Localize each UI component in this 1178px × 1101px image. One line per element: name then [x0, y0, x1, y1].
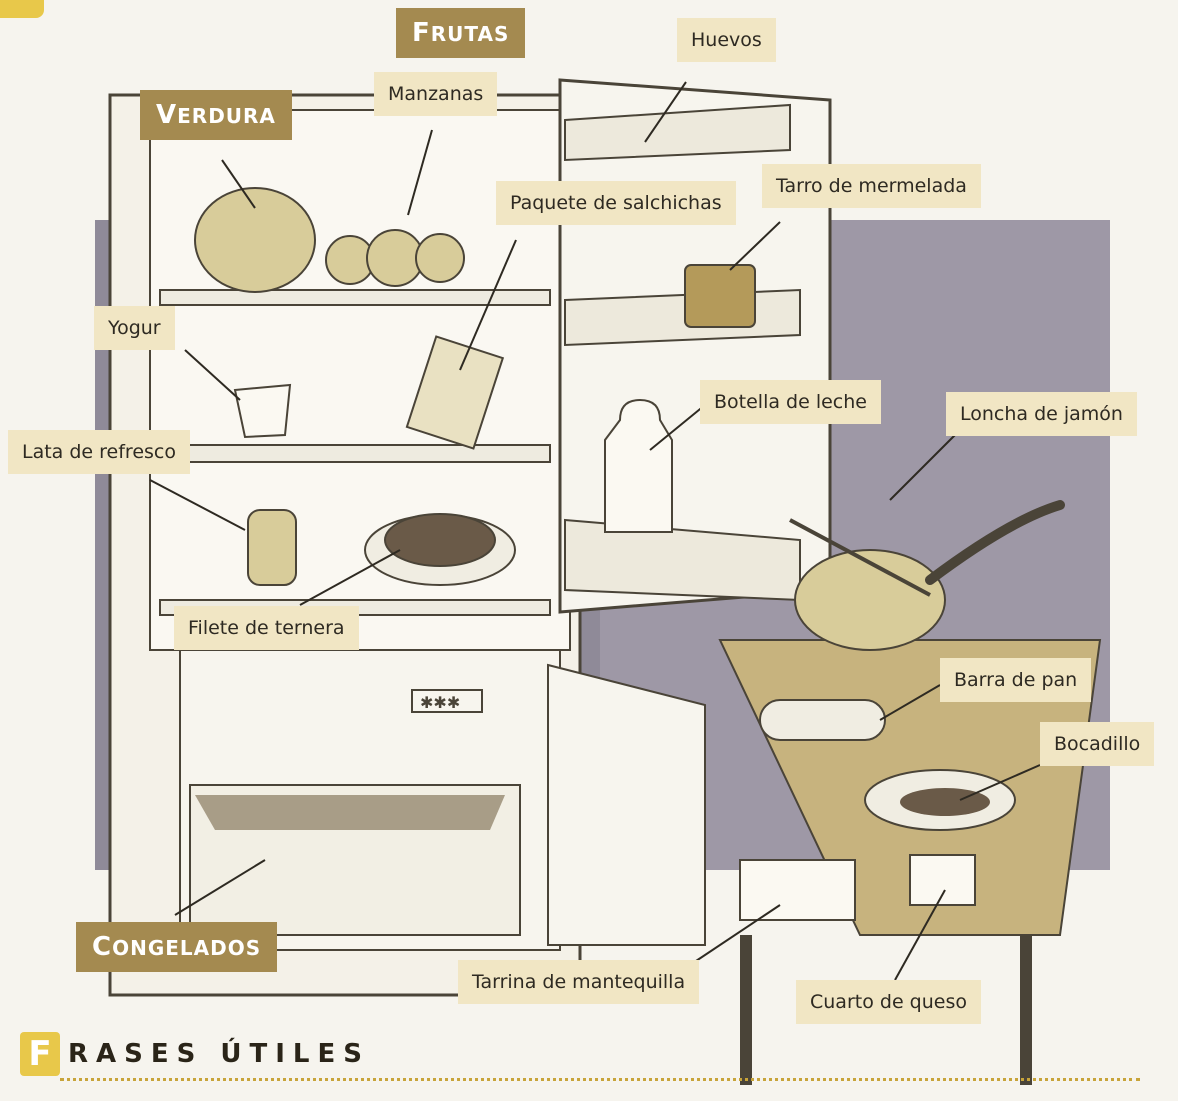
- table-leg: [1020, 935, 1032, 1085]
- category-label: ERDURA: [177, 104, 276, 128]
- label-filete-de-ternera: Filete de ternera: [174, 606, 359, 650]
- steak: [385, 514, 495, 566]
- butter-tub: [740, 860, 855, 920]
- jam-jar: [685, 265, 755, 327]
- category-label: ONGELADOS: [112, 936, 261, 960]
- section-heading: F RASES ÚTILES: [20, 1026, 370, 1082]
- category-initial: C: [92, 932, 112, 962]
- label-cuarto-de-queso: Cuarto de queso: [796, 980, 981, 1024]
- heading-text: RASES ÚTILES: [68, 1039, 370, 1069]
- category-label: RUTAS: [431, 22, 510, 46]
- label-yogur: Yogur: [94, 306, 175, 350]
- door-shelf-upper: [565, 290, 800, 345]
- corner-badge: [0, 0, 44, 18]
- freezer-door: [548, 665, 705, 945]
- shelf-middle: [160, 445, 550, 462]
- cheese-wedge: [910, 855, 975, 905]
- frozen-food: [195, 795, 505, 830]
- category-initial: V: [156, 100, 177, 130]
- heading-initial-badge: F: [20, 1032, 60, 1076]
- category-initial: F: [412, 18, 431, 48]
- category-frutas: FRUTAS: [396, 8, 525, 58]
- label-manzanas: Manzanas: [374, 72, 497, 116]
- label-bocadillo: Bocadillo: [1040, 722, 1154, 766]
- svg-text:✱✱✱: ✱✱✱: [420, 693, 460, 712]
- label-huevos: Huevos: [677, 18, 776, 62]
- label-paquete-de-salchichas: Paquete de salchichas: [496, 181, 736, 225]
- category-congelados: CONGELADOS: [76, 922, 277, 972]
- label-lata-de-refresco: Lata de refresco: [8, 430, 190, 474]
- label-tarro-de-mermelada: Tarro de mermelada: [762, 164, 981, 208]
- table-leg: [740, 935, 752, 1085]
- yogurt: [235, 385, 290, 437]
- apple: [367, 230, 423, 286]
- category-verdura: VERDURA: [140, 90, 292, 140]
- label-tarrina-de-mantequilla: Tarrina de mantequilla: [458, 960, 699, 1004]
- bread-loaf: [760, 700, 885, 740]
- apple: [416, 234, 464, 282]
- label-barra-de-pan: Barra de pan: [940, 658, 1091, 702]
- label-botella-de-leche: Botella de leche: [700, 380, 881, 424]
- soda-can: [248, 510, 296, 585]
- label-loncha-de-jamon: Loncha de jamón: [946, 392, 1137, 436]
- cabbage: [195, 188, 315, 292]
- dotted-divider: [60, 1078, 1140, 1081]
